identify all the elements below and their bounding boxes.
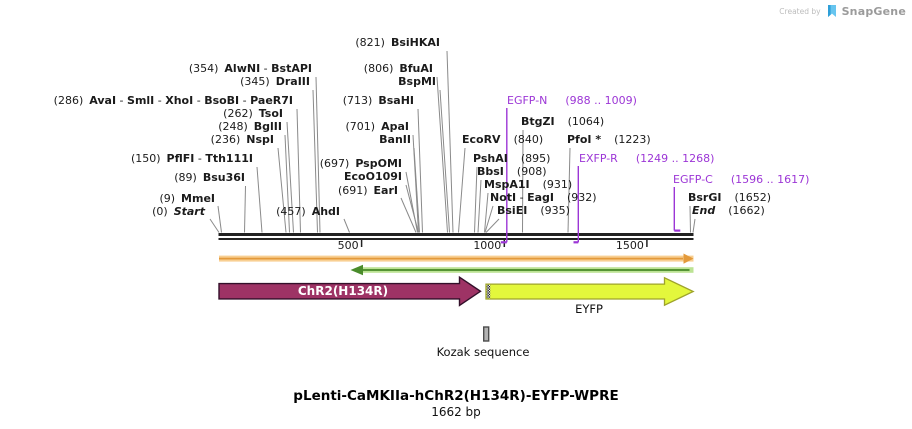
site-connector-ahdi [343, 218, 350, 233]
site-connector-start [209, 218, 220, 233]
site-label-tsoi: (262)TsoI [223, 107, 283, 120]
site-label-pflfi: (150)PflFI - Tth111I [130, 152, 253, 165]
site-label-bsu36i: (89)Bsu36I [174, 171, 245, 184]
sequence-line [218, 233, 694, 236]
site-label-ahdi: (457)AhdI [276, 205, 340, 218]
site-label-bspmi: BspMI [398, 75, 436, 88]
site-label-mspa1i: MspA1I(931) [484, 178, 573, 191]
site-label-eari: (691)EarI [337, 184, 398, 197]
site-label-btgzi: BtgZI(1064) [521, 115, 605, 128]
site-connector-bglii [284, 134, 290, 233]
site-connector-avai [296, 108, 301, 233]
site-connector-bspmi [439, 89, 450, 233]
site-connector-eari [400, 197, 417, 233]
ruler-tick-label-1500: 1500 [615, 239, 644, 252]
site-label-bglii: (248)BglII [218, 120, 282, 133]
site-connector-ecorv [458, 147, 466, 233]
site-connector-banii [413, 147, 420, 233]
site-label-bsahi: (713)BsaHI [342, 94, 414, 107]
site-label-draiii: (345)DraIII [240, 75, 310, 88]
site-label-start: (0)Start [152, 205, 205, 218]
site-connector-mspa1i [484, 192, 489, 233]
chr2-feature-arrow [218, 275, 482, 307]
site-connector-ecoo109i [405, 184, 419, 233]
site-connector-bsihkai [446, 50, 454, 233]
watermark-brand: SnapGene [841, 4, 906, 18]
eyfp-overlap-dotted-edge [486, 284, 491, 299]
site-connector-end [692, 218, 696, 233]
orf-forward-arrowhead-icon [683, 253, 694, 264]
sequence-line-lower [218, 238, 694, 240]
orf-reverse-line [362, 269, 690, 271]
site-connector-bsrgi [689, 205, 691, 233]
site-connector-pshai [474, 166, 478, 233]
site-connector-bbsi [477, 179, 482, 233]
primer-label-egfp-c: EGFP-C(1596 .. 1617) [673, 173, 810, 186]
orf-forward-line [219, 257, 683, 260]
site-connector-alwni [315, 76, 321, 233]
site-label-end: End(1662) [692, 204, 765, 217]
site-label-bsrgi: BsrGI(1652) [688, 191, 772, 204]
map-length: 1662 bp [431, 405, 481, 419]
site-connector-bsiei [485, 218, 500, 233]
site-label-noti: NotI - EagI(932) [490, 191, 597, 204]
site-connector-tsoi [286, 121, 294, 233]
site-label-bsihkai: (821)BsiHKAI [355, 36, 440, 49]
site-label-banii: BanII [379, 133, 411, 146]
site-label-pfoi: PfoI *(1223) [567, 133, 651, 146]
eyfp-feature-label: EYFP [575, 302, 603, 316]
site-label-bfuai: (806)BfuAI [363, 62, 433, 75]
ruler-tick-label-1000: 1000 [473, 239, 502, 252]
site-connector-mmei [217, 205, 222, 233]
site-connector-pflfi [256, 166, 263, 233]
site-connector-draiii [312, 89, 318, 233]
primer-label-exfp-r: EXFP-R(1249 .. 1268) [579, 152, 715, 165]
site-label-bbsi: BbsI(908) [477, 165, 547, 178]
site-label-ecorv: EcoRV(840) [462, 133, 544, 146]
map-title: pLenti-CaMKIIa-hChR2(H134R)-EYFP-WPRE [293, 388, 619, 404]
site-connector-noti [484, 205, 494, 233]
site-connector-bfuai [436, 76, 448, 233]
site-label-mmei: (9)MmeI [159, 192, 215, 205]
site-label-pshai: PshAI(895) [473, 152, 551, 165]
site-label-ecoo109i: EcoO109I [344, 170, 402, 183]
orf-reverse-arrowhead-icon [350, 264, 363, 276]
site-label-alwni: (354)AlwNI - BstAPI [188, 62, 312, 75]
watermark: Created by SnapGene [779, 4, 906, 18]
ruler-tick-label-500: 500 [337, 239, 359, 252]
site-label-nspi: (236)NspI [210, 133, 274, 146]
site-connector-nspi [277, 147, 287, 233]
primer-label-egfp-n: EGFP-N(988 .. 1009) [507, 94, 637, 107]
site-label-pspomi: (697)PspOMI [319, 157, 402, 170]
site-label-apai: (701)ApaI [345, 120, 410, 133]
snapgene-logo-icon [827, 5, 836, 17]
kozak-marker [483, 326, 490, 342]
site-connector-pfoi [567, 147, 571, 233]
watermark-created-by: Created by [779, 6, 821, 16]
kozak-label: Kozak sequence [436, 345, 530, 359]
site-label-bsiei: BsiEI(935) [497, 204, 570, 217]
site-label-avai: (286)AvaI - SmlI - XhoI - BsoBI - PaeR7I [53, 94, 293, 107]
site-connector-bsu36i [244, 185, 246, 233]
chr2-feature-label: ChR2(H134R) [297, 284, 389, 298]
eyfp-feature-arrow [485, 276, 695, 307]
site-connector-bsahi [417, 108, 423, 233]
site-connector-btgzi [522, 129, 524, 233]
